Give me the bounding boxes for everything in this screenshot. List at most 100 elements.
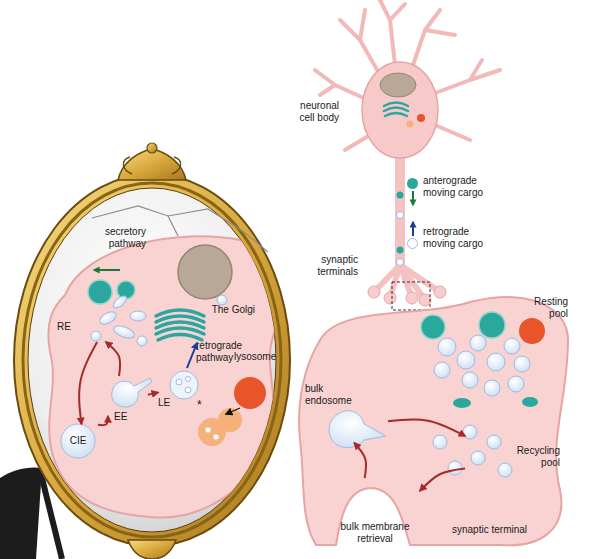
neuron-endolysosome xyxy=(407,121,414,128)
node-label: CIE xyxy=(58,435,98,447)
terminal-bouton xyxy=(384,292,396,304)
bulk-endosome-shape xyxy=(329,411,386,448)
node-label: bulk endosome xyxy=(305,383,353,406)
vesicle xyxy=(98,309,119,327)
vesicle xyxy=(463,425,477,439)
vesicle xyxy=(111,294,128,310)
node-label: lysosome xyxy=(234,351,276,363)
vesicle xyxy=(217,295,227,305)
endolysosome xyxy=(218,408,242,432)
cargo xyxy=(397,247,404,254)
legend-swatch xyxy=(407,178,418,189)
early-endosome-shape xyxy=(112,378,152,407)
neuron xyxy=(315,0,500,342)
synapse xyxy=(299,297,568,545)
pathway-arrow xyxy=(98,416,108,425)
pathway-arrow xyxy=(420,468,465,490)
golgi-apparatus: The Golgi xyxy=(155,303,255,343)
vesicle xyxy=(498,463,512,477)
intraluminal-vesicle xyxy=(176,379,182,385)
dense-core-vesicle xyxy=(421,315,445,339)
golgi-stack xyxy=(156,310,204,340)
pathway-arrow xyxy=(148,393,158,395)
terminal-bouton xyxy=(406,292,418,304)
structure-label: synaptic terminal xyxy=(452,524,542,536)
vesicle xyxy=(448,461,462,475)
node-label: bulk membrane retrieval xyxy=(330,521,420,544)
node-label: RE xyxy=(57,321,71,333)
bulk-endosome: bulk endosome xyxy=(303,383,388,443)
neuron-golgi xyxy=(384,103,408,117)
anterograde-arrow xyxy=(412,191,414,205)
cargo xyxy=(397,259,404,266)
vesicle xyxy=(508,376,524,392)
cargo xyxy=(397,212,404,219)
mirror-foot xyxy=(128,540,176,559)
late-endosome: LE xyxy=(158,368,200,408)
dense-core-vesicle xyxy=(522,397,538,407)
terminal-membrane xyxy=(299,297,568,545)
vesicle xyxy=(137,336,147,346)
mirror-scroll xyxy=(123,157,180,174)
lysosome: lysosome xyxy=(234,351,274,411)
zoom-box xyxy=(392,282,430,310)
pathway-arrow xyxy=(354,443,366,478)
pathway-arrow xyxy=(187,343,197,368)
pathway-arrow xyxy=(388,419,465,436)
dense-core-vesicle xyxy=(479,312,505,338)
node-label: Recycling pool xyxy=(510,445,560,468)
legend-label: anterograde moving cargo xyxy=(423,175,491,198)
intraluminal-vesicle xyxy=(185,387,191,393)
vesicle xyxy=(130,311,146,321)
node-label: The Golgi xyxy=(212,304,255,316)
vesicle xyxy=(457,351,475,369)
structure-label: synaptic terminals xyxy=(300,254,358,277)
terminal-bouton xyxy=(419,294,431,306)
secretory-arrow xyxy=(94,269,120,271)
recycling-endosome: RE xyxy=(55,312,145,342)
intraluminal-vesicle xyxy=(205,427,211,433)
nucleus xyxy=(178,245,232,299)
lysosome-shape xyxy=(234,377,266,409)
cie-compartment: CIE xyxy=(58,424,98,460)
vesicle xyxy=(504,338,520,354)
cell-group xyxy=(48,236,278,517)
vesicle-symbol xyxy=(407,238,418,249)
intraluminal-vesicle xyxy=(186,377,191,382)
vesicle xyxy=(487,435,501,449)
vesicle xyxy=(484,380,500,396)
vesicle xyxy=(487,353,505,371)
pool-label: Resting pool xyxy=(528,296,568,319)
pathway-label: secretory pathway xyxy=(86,226,146,249)
vesicle xyxy=(514,356,530,372)
terminal-bouton xyxy=(434,286,446,298)
terminal-lysosome xyxy=(519,318,545,344)
early-endosome: EE xyxy=(108,376,148,422)
mirror-frame xyxy=(14,174,290,546)
terminal-bouton xyxy=(368,286,380,298)
cell-body xyxy=(362,62,438,158)
neuron-lysosome xyxy=(417,114,425,122)
cargo xyxy=(397,192,404,199)
pathway-label: retrograde pathway xyxy=(196,340,250,363)
pathway-arrow xyxy=(106,342,120,376)
callout-symbol: * xyxy=(197,399,207,413)
node-label: EE xyxy=(114,411,127,423)
bulk-retrieval-site: bulk membrane retrieval xyxy=(330,478,420,548)
cell-membrane xyxy=(48,236,278,517)
vesicle xyxy=(433,435,447,449)
mirror-crest xyxy=(118,149,186,180)
intraluminal-vesicle xyxy=(213,434,219,440)
vesicle xyxy=(470,335,486,351)
pathway-arrow xyxy=(79,342,97,424)
secretory-vesicle xyxy=(88,280,112,304)
fusion-arrow xyxy=(226,408,240,414)
dense-core-vesicle xyxy=(453,398,471,408)
vesicle xyxy=(91,331,101,341)
neuron-nucleus xyxy=(380,73,416,97)
legend-label: retrograde moving cargo xyxy=(423,226,491,249)
late-endosome-shape xyxy=(170,371,198,399)
mirror-stand xyxy=(0,467,42,559)
